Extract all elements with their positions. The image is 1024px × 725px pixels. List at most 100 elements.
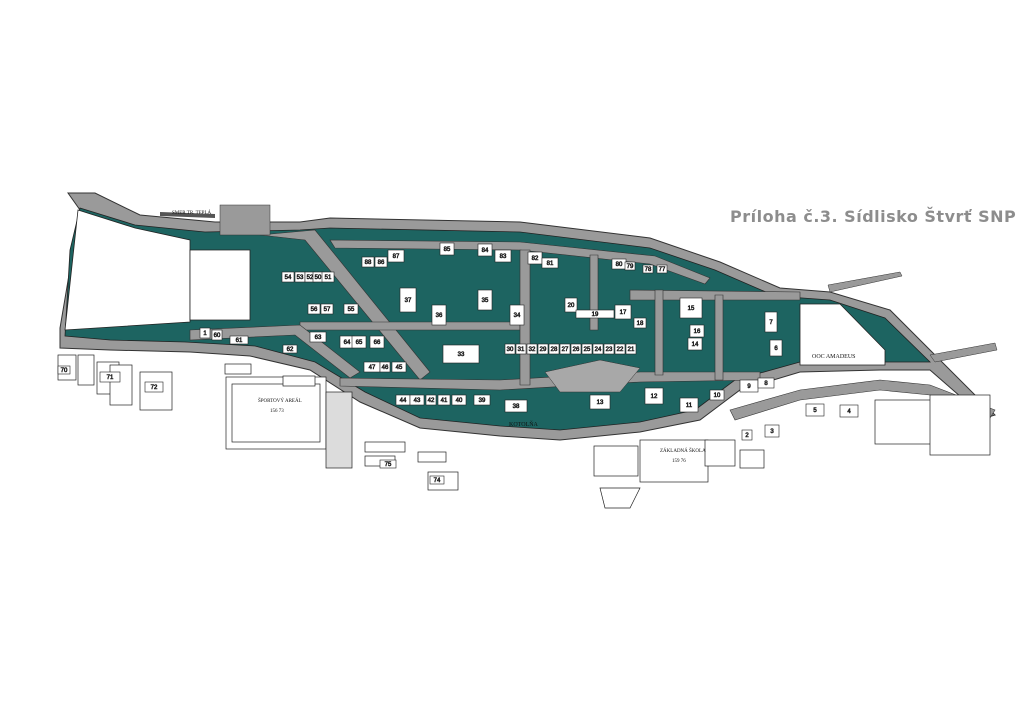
building-45 <box>391 361 407 373</box>
building-5 <box>805 403 825 417</box>
building-number-82: 82 <box>532 256 539 262</box>
building-15 <box>679 297 703 319</box>
building-63 <box>309 331 327 343</box>
building-16 <box>689 324 705 338</box>
building-number-83: 83 <box>500 254 507 260</box>
building-number-33: 33 <box>458 352 465 358</box>
building-number-62: 62 <box>287 347 294 353</box>
building-number-36: 36 <box>436 313 443 319</box>
building-number-57: 57 <box>324 307 331 313</box>
building-number-80: 80 <box>616 262 623 268</box>
building-87 <box>387 249 405 263</box>
building-number-85: 85 <box>444 247 451 253</box>
building-79 <box>624 261 636 271</box>
sportovy-areal-label: ŠPORTOVÝ AREÁL <box>258 398 302 404</box>
building-number-15: 15 <box>688 306 695 312</box>
building-86 <box>374 256 388 268</box>
building-number-52: 52 <box>307 275 314 281</box>
building-32 <box>526 343 538 355</box>
building-number-19: 19 <box>592 312 599 318</box>
building-18 <box>633 317 647 329</box>
building-number-18: 18 <box>637 321 644 327</box>
building-number-72: 72 <box>151 385 158 391</box>
building-number-50: 50 <box>315 275 322 281</box>
building-number-9: 9 <box>747 384 751 390</box>
building-number-43: 43 <box>414 398 421 404</box>
building-number-24: 24 <box>595 347 602 353</box>
building-number-25: 25 <box>584 347 591 353</box>
building-number-87: 87 <box>393 254 400 260</box>
building-number-86: 86 <box>378 260 385 266</box>
kotolna-label: KOTOLŇA <box>509 420 539 428</box>
building-number-78: 78 <box>645 267 652 273</box>
building-35 <box>477 289 493 311</box>
sportovy-areal-number: 156 73 <box>270 409 284 414</box>
building-40 <box>451 394 467 406</box>
building-12 <box>644 387 664 405</box>
building-17 <box>614 304 632 320</box>
building-number-46: 46 <box>382 365 389 371</box>
building-number-55: 55 <box>348 307 355 313</box>
building-number-81: 81 <box>547 261 554 267</box>
building-8 <box>757 377 775 389</box>
building-75 <box>379 459 397 469</box>
building-number-39: 39 <box>479 398 486 404</box>
building-number-35: 35 <box>482 298 489 304</box>
building-number-84: 84 <box>482 248 489 254</box>
building-number-31: 31 <box>518 347 525 353</box>
ooc-amadeus-label: OOC AMADEUS <box>812 354 856 360</box>
building-88 <box>361 256 375 268</box>
building-14 <box>687 337 703 351</box>
building-number-47: 47 <box>369 365 376 371</box>
building-number-16: 16 <box>694 329 701 335</box>
building-83 <box>494 249 512 263</box>
building-55 <box>343 303 359 315</box>
building-number-22: 22 <box>617 347 624 353</box>
building-number-75: 75 <box>385 462 392 468</box>
building-4 <box>839 404 859 418</box>
building-60 <box>211 329 223 341</box>
building-77 <box>656 264 668 274</box>
zakladna-skola-label: ZÁKLADNÁ ŠKOLA <box>660 448 706 454</box>
building-13 <box>589 394 611 410</box>
building-number-32: 32 <box>529 347 536 353</box>
building-number-37: 37 <box>405 298 412 304</box>
building-number-12: 12 <box>651 394 658 400</box>
building-81 <box>541 257 559 269</box>
building-72 <box>144 381 164 393</box>
building-27 <box>559 343 571 355</box>
building-number-6: 6 <box>774 346 778 352</box>
building-number-8: 8 <box>764 381 768 387</box>
building-74 <box>429 475 445 485</box>
building-57 <box>320 303 334 315</box>
building-number-41: 41 <box>441 398 448 404</box>
building-number-2: 2 <box>745 433 749 439</box>
direction-label: SMER TR. TEPLÁ <box>172 210 212 216</box>
building-number-17: 17 <box>620 310 627 316</box>
building-number-44: 44 <box>400 398 407 404</box>
building-66 <box>369 335 385 349</box>
building-20 <box>564 297 578 313</box>
building-61 <box>229 335 249 345</box>
building-30 <box>504 343 516 355</box>
page-title: Príloha č.3. Sídlisko Štvrť SNP <box>730 207 1017 226</box>
building-number-27: 27 <box>562 347 569 353</box>
building-number-74: 74 <box>434 478 441 484</box>
building-31 <box>515 343 527 355</box>
building-number-38: 38 <box>513 404 520 410</box>
building-41 <box>437 394 451 406</box>
building-3 <box>764 424 780 438</box>
building-number-61: 61 <box>236 338 243 344</box>
building-21 <box>625 343 637 355</box>
building-number-30: 30 <box>507 347 514 353</box>
zakladna-skola-number: 159 76 <box>672 459 686 464</box>
building-39 <box>473 394 491 406</box>
building-number-10: 10 <box>714 393 721 399</box>
building-number-56: 56 <box>311 307 318 313</box>
building-number-65: 65 <box>356 340 363 346</box>
building-84 <box>477 243 493 257</box>
building-24 <box>592 343 604 355</box>
